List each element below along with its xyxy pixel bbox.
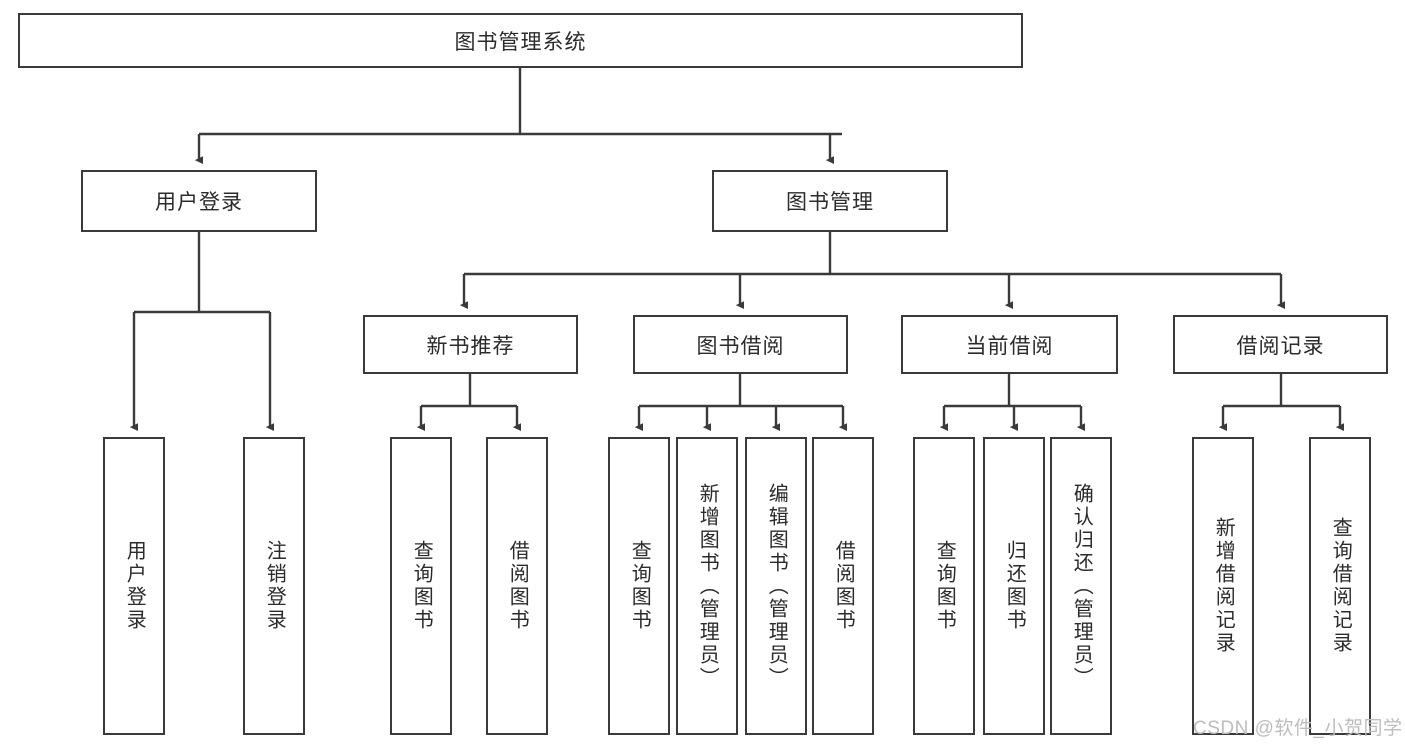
- node-current-borrow[interactable]: 当前借阅: [901, 315, 1118, 374]
- csdn-watermark: CSDN @软件_小贺同学: [1193, 718, 1403, 739]
- node-leaf-bb-edit-label: 编辑图书（管理员）: [765, 482, 788, 690]
- node-book-borrow[interactable]: 图书借阅: [633, 315, 848, 374]
- node-leaf-cb-return-label: 归还图书: [1003, 540, 1026, 632]
- node-leaf-user-login[interactable]: 用户登录: [103, 437, 165, 735]
- node-leaf-user-login-label: 用户登录: [123, 540, 146, 632]
- node-leaf-bb-add[interactable]: 新增图书（管理员）: [676, 437, 738, 735]
- node-borrow-record-label: 借阅记录: [1236, 334, 1325, 358]
- node-leaf-cb-confirm[interactable]: 确认归还（管理员）: [1050, 437, 1112, 735]
- node-leaf-bb-query-label: 查询图书: [628, 540, 651, 632]
- node-leaf-cb-confirm-label: 确认归还（管理员）: [1070, 482, 1093, 690]
- node-leaf-nb-query[interactable]: 查询图书: [390, 437, 452, 735]
- node-leaf-br-query-label: 查询借阅记录: [1329, 517, 1352, 655]
- node-leaf-br-query[interactable]: 查询借阅记录: [1309, 437, 1371, 735]
- node-leaf-user-logout[interactable]: 注销登录: [243, 437, 305, 735]
- node-leaf-bb-borrow-label: 借阅图书: [832, 540, 855, 632]
- node-leaf-nb-borrow-label: 借阅图书: [506, 540, 529, 632]
- node-leaf-cb-query-label: 查询图书: [933, 540, 956, 632]
- node-leaf-bb-add-label: 新增图书（管理员）: [696, 482, 719, 690]
- node-book-borrow-label: 图书借阅: [696, 334, 785, 358]
- node-new-book-rec[interactable]: 新书推荐: [363, 315, 578, 374]
- node-current-borrow-label: 当前借阅: [965, 334, 1054, 358]
- node-borrow-record[interactable]: 借阅记录: [1173, 315, 1388, 374]
- node-leaf-user-logout-label: 注销登录: [263, 540, 286, 632]
- node-book-manage-label: 图书管理: [786, 191, 874, 214]
- node-user-login[interactable]: 用户登录: [81, 170, 317, 232]
- node-user-login-label: 用户登录: [155, 191, 243, 214]
- node-root-label: 图书管理系统: [454, 30, 587, 54]
- node-leaf-nb-borrow[interactable]: 借阅图书: [486, 437, 548, 735]
- node-leaf-nb-query-label: 查询图书: [410, 540, 433, 632]
- node-leaf-bb-query[interactable]: 查询图书: [608, 437, 670, 735]
- node-leaf-br-add[interactable]: 新增借阅记录: [1192, 437, 1254, 735]
- node-leaf-bb-edit[interactable]: 编辑图书（管理员）: [745, 437, 807, 735]
- node-leaf-cb-query[interactable]: 查询图书: [913, 437, 975, 735]
- node-book-manage[interactable]: 图书管理: [712, 170, 948, 232]
- node-new-book-rec-label: 新书推荐: [426, 334, 515, 358]
- node-leaf-cb-return[interactable]: 归还图书: [983, 437, 1045, 735]
- node-root[interactable]: 图书管理系统: [18, 13, 1023, 68]
- node-leaf-br-add-label: 新增借阅记录: [1212, 517, 1235, 655]
- node-leaf-bb-borrow[interactable]: 借阅图书: [812, 437, 874, 735]
